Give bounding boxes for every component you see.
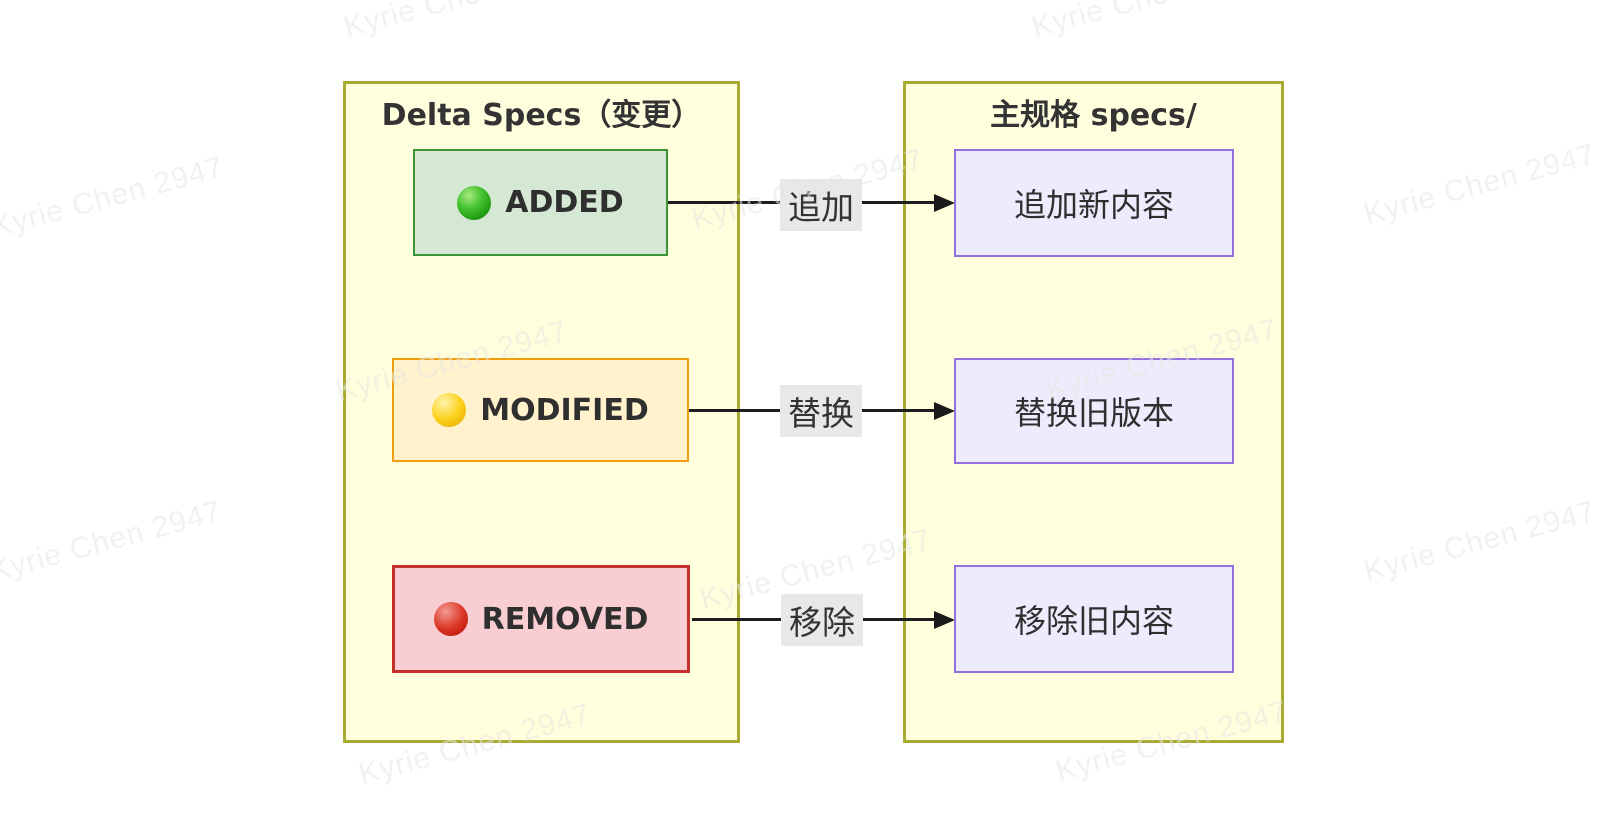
watermark-text: Kyrie Chen 2947 — [340, 0, 579, 45]
edge-label-append: 追加 — [780, 179, 862, 231]
watermark-text: Kyrie Chen 2947 — [0, 494, 226, 589]
watermark-text: Kyrie Chen 2947 — [1028, 0, 1267, 45]
node-modified: MODIFIED — [392, 358, 689, 462]
node-removeold-label: 移除旧内容 — [1013, 602, 1174, 640]
arrowhead-icon — [934, 194, 955, 212]
cluster-main-specs-title: 主规格 specs/ — [990, 98, 1197, 133]
edge-label-replace: 替换 — [780, 385, 862, 437]
watermark-text: Kyrie Chen 2947 — [1360, 494, 1600, 589]
node-remove-old-content: 移除旧内容 — [954, 565, 1234, 673]
node-added-label: ADDED — [505, 185, 624, 220]
red-circle-icon — [433, 602, 468, 636]
node-append-new-content: 追加新内容 — [954, 149, 1234, 257]
arrowhead-icon — [934, 402, 955, 420]
cluster-delta-specs-title: Delta Specs（变更） — [381, 98, 702, 133]
node-added: ADDED — [413, 149, 668, 256]
node-removed: REMOVED — [392, 565, 690, 673]
green-circle-icon — [457, 185, 492, 220]
watermark-text: Kyrie Chen 2947 — [1360, 137, 1600, 232]
node-modified-label: MODIFIED — [480, 392, 649, 428]
node-replace-old-version: 替换旧版本 — [954, 358, 1234, 464]
node-removed-label: REMOVED — [481, 601, 649, 637]
node-replace-label: 替换旧版本 — [1013, 394, 1174, 432]
edge-label-remove: 移除 — [781, 594, 863, 646]
watermark-text: Kyrie Chen 2947 — [0, 150, 228, 245]
arrowhead-icon — [934, 611, 955, 629]
node-append-label: 追加新内容 — [1013, 186, 1174, 224]
yellow-circle-icon — [432, 393, 467, 427]
